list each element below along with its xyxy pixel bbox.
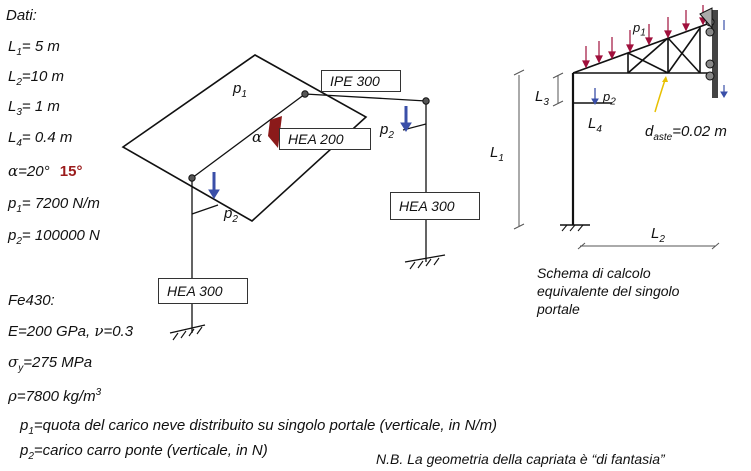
alpha-value: α=20° 15° <box>8 162 83 180</box>
scheme-label-p2: p2 <box>603 89 616 108</box>
label-ipe300: IPE 300 <box>321 70 401 92</box>
scheme-caption-3: portale <box>537 301 580 317</box>
load-p2: p2= 100000 N <box>8 227 100 247</box>
label-p2-left: p2 <box>224 205 238 225</box>
label-hea300-left: HEA 300 <box>158 278 248 304</box>
joint-right <box>422 97 430 105</box>
dim-L4: L4= 0.4 m <box>8 129 73 149</box>
dim-L2: L2=10 m <box>8 68 65 88</box>
p2-arrow-right <box>400 106 412 132</box>
scheme-label-L1: L1 <box>490 144 504 164</box>
right-support-line <box>404 254 446 263</box>
alpha-alt-value: 15° <box>59 163 83 180</box>
label-p2-right: p2 <box>380 121 394 141</box>
right-ground-hatch <box>409 257 440 270</box>
scheme-label-daste: daste=0.02 m <box>645 123 727 143</box>
scheme-caption-2: equivalente del singolo <box>537 283 680 299</box>
material-rho: ρ=7800 kg/m3 <box>8 387 102 405</box>
label-p1: p1 <box>233 80 247 100</box>
rafter-beam <box>191 93 306 179</box>
scheme-label-L2: L2 <box>651 225 665 245</box>
scheme-label-p1: p1 <box>633 20 646 39</box>
note-p1: p1=quota del carico neve distribuito su … <box>20 417 498 437</box>
label-hea300-right: HEA 300 <box>390 192 480 220</box>
scheme-p2-arrow <box>591 88 599 105</box>
alpha-wedge <box>268 116 282 148</box>
ipe-beam <box>304 93 427 102</box>
scheme-hinge <box>699 7 713 30</box>
scheme-wall <box>712 10 718 98</box>
material-sigma: σy=275 MPa <box>8 353 93 374</box>
note-nb: N.B. La geometria della capriata è “di f… <box>376 451 665 467</box>
left-support-line <box>169 324 206 334</box>
data-header: Dati: <box>6 7 37 24</box>
scheme-label-L4: L4 <box>588 115 602 135</box>
material-E-nu: E=200 GPa, ν=0.3 <box>8 322 134 340</box>
label-hea200: HEA 200 <box>279 128 371 150</box>
joint-top <box>301 90 309 98</box>
scheme-label-L3: L3 <box>535 88 549 108</box>
left-bracket <box>191 204 219 215</box>
daste-pointer <box>654 79 666 113</box>
joint-left <box>188 174 196 182</box>
p2-arrow-left <box>208 172 220 199</box>
dim-L1: L1= 5 m <box>8 38 60 58</box>
load-p1: p1= 7200 N/m <box>8 195 100 215</box>
scheme-p1-arrows <box>582 5 707 69</box>
roof-plane <box>121 54 368 222</box>
scheme-caption-1: Schema di calcolo <box>537 265 651 281</box>
material-name: Fe430: <box>8 292 55 309</box>
scheme-truss <box>572 22 711 74</box>
note-p2: p2=carico carro ponte (verticale, in N) <box>20 442 268 462</box>
dim-L3: L3= 1 m <box>8 98 60 118</box>
label-alpha: α <box>252 128 263 146</box>
scheme-reaction-arrows <box>720 20 728 98</box>
left-ground-hatch <box>172 326 203 341</box>
